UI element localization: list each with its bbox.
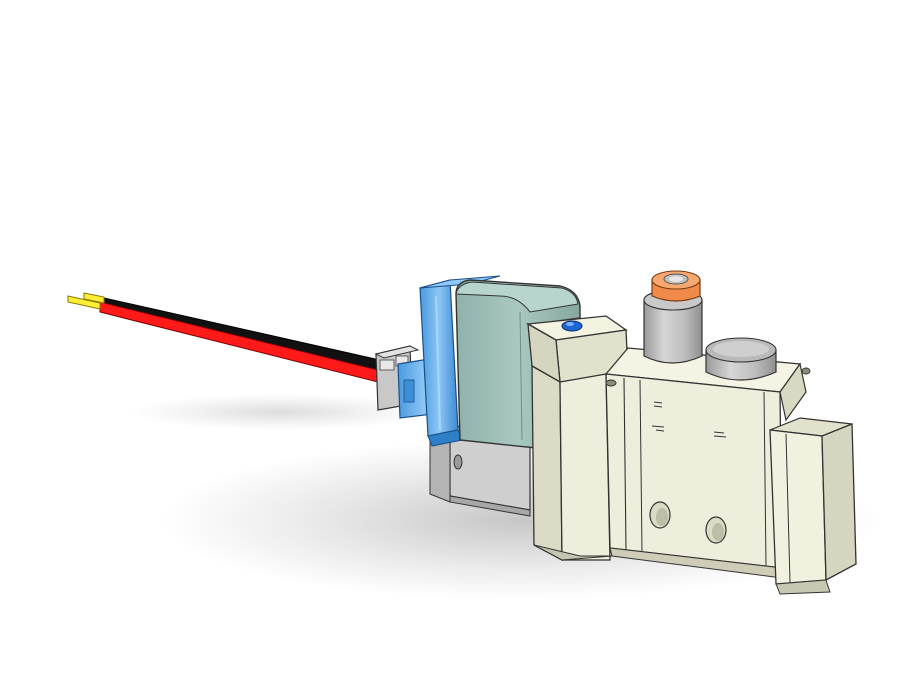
body-small-hole xyxy=(605,379,617,387)
wire-tip-1 xyxy=(83,292,105,304)
one-touch-fitting xyxy=(643,270,703,364)
plug-connector xyxy=(374,275,501,447)
end-plate xyxy=(769,417,857,595)
lead-wires xyxy=(67,292,383,383)
valve-body xyxy=(525,315,811,579)
base-screw xyxy=(453,454,463,470)
end-plug xyxy=(705,337,777,381)
wire-shadow xyxy=(130,394,430,430)
port-markings xyxy=(651,401,727,438)
wire-tip-2 xyxy=(67,295,101,310)
